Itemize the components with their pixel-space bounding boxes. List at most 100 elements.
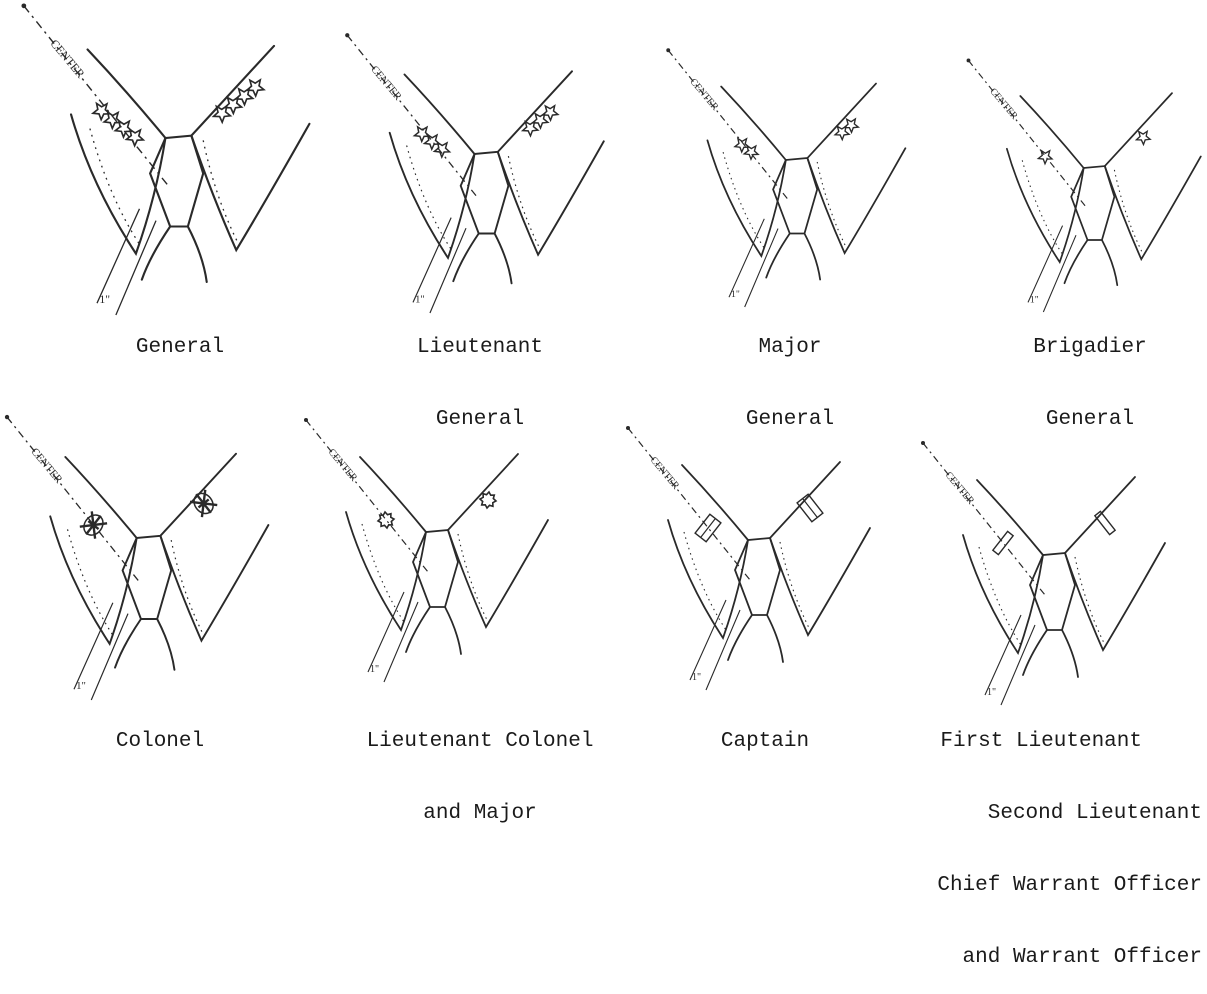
caption-lieutenants-warrant-officers: First Lieutenant Second Lieutenant Chief… <box>852 682 1202 994</box>
star-icon <box>742 142 761 161</box>
right-lapel <box>770 528 870 635</box>
collar-top-edge <box>360 454 518 532</box>
caption-line: Brigadier <box>1000 336 1180 360</box>
right-stitch-line <box>1075 557 1105 645</box>
center-guide-line <box>347 35 476 196</box>
right-lapel <box>807 148 905 253</box>
right-lapel <box>498 141 604 254</box>
star-icon <box>832 122 851 141</box>
eagle-icon <box>189 488 219 519</box>
collar-top-edge <box>721 84 876 160</box>
right-insignia <box>210 75 267 124</box>
star-icon <box>529 109 550 130</box>
caption-colonel: Colonel <box>80 682 240 778</box>
right-stitch-line <box>171 540 203 635</box>
right-lapel <box>191 124 309 250</box>
right-lapel <box>160 525 268 641</box>
right-insignia <box>832 115 860 141</box>
left-insignia <box>375 509 397 531</box>
caption-line: and Warrant Officer <box>852 946 1202 970</box>
center-label: CENTER <box>943 470 977 507</box>
caption-line: General <box>700 408 880 432</box>
star-icon <box>221 92 244 115</box>
measure-label: 1" <box>99 292 110 306</box>
right-lapel <box>1105 156 1201 259</box>
right-stitch-line <box>1114 170 1143 254</box>
caption-line: General <box>110 336 250 360</box>
center-label: CENTER <box>648 455 682 492</box>
left-insignia <box>695 514 721 542</box>
collar-top-edge <box>88 46 274 138</box>
right-stitch-line <box>817 162 846 248</box>
right-insignia <box>477 489 499 511</box>
center-guide-line <box>668 50 788 199</box>
oak-leaf-icon <box>477 489 499 511</box>
collar-diagram-5: CENTER 1" <box>304 418 548 682</box>
center-label: CENTER <box>688 76 721 113</box>
left-insignia <box>412 123 453 159</box>
caption-major-general: Major General <box>700 288 880 456</box>
caption-captain: Captain <box>705 682 825 778</box>
bar-divider <box>803 499 818 518</box>
right-insignia <box>1133 127 1152 146</box>
oak-leaf-icon <box>375 509 397 531</box>
right-insignia <box>797 494 823 522</box>
right-lapel <box>1065 543 1165 650</box>
caption-lieutenant-general: Lieutenant General <box>380 288 580 456</box>
caption-line: General <box>380 408 580 432</box>
star-icon <box>1036 147 1055 166</box>
star-icon <box>90 99 113 122</box>
caption-line: Chief Warrant Officer <box>852 874 1202 898</box>
tie <box>728 538 783 662</box>
measure-label: 1" <box>692 672 701 683</box>
left-insignia <box>78 510 108 541</box>
star-icon <box>243 75 266 98</box>
caption-line: Captain <box>705 730 825 754</box>
collar-top-edge <box>977 477 1135 555</box>
center-guide-line <box>968 60 1085 206</box>
collar-diagram-6: CENTER 1" <box>626 426 870 690</box>
tie <box>453 152 511 283</box>
collar-diagram-0: CENTER 1" <box>21 3 309 315</box>
guide-point <box>304 418 308 422</box>
eagle-icon <box>78 510 108 541</box>
center-label: CENTER <box>326 447 360 484</box>
caption-lieutenant-colonel-major: Lieutenant Colonel and Major <box>320 682 640 850</box>
star-icon <box>412 123 433 144</box>
caption-general: General <box>110 288 250 384</box>
right-lapel <box>448 520 548 627</box>
caption-line: First Lieutenant <box>852 730 1202 754</box>
right-stitch-line <box>780 542 810 630</box>
center-label: CENTER <box>987 86 1020 122</box>
caption-line: Second Lieutenant <box>852 802 1202 826</box>
star-icon <box>422 130 443 151</box>
collar-top-edge <box>405 71 572 154</box>
caption-line: General <box>1000 408 1180 432</box>
caption-line: Major <box>700 336 880 360</box>
measure-label: 1" <box>370 664 379 675</box>
guide-point <box>967 59 971 63</box>
star-icon <box>519 117 540 138</box>
tie <box>1064 166 1117 285</box>
center-guide-line <box>923 443 1045 595</box>
tie <box>406 530 461 654</box>
guide-point <box>921 441 925 445</box>
center-label: CENTER <box>48 37 88 81</box>
center-label: CENTER <box>368 64 404 103</box>
tie <box>766 158 820 280</box>
center-guide-line <box>7 417 139 581</box>
guide-point <box>5 415 9 419</box>
tie <box>115 536 174 670</box>
right-stitch-line <box>203 140 238 244</box>
star-icon <box>124 125 147 148</box>
caption-line: and Major <box>320 802 640 826</box>
bar-icon <box>1095 511 1115 534</box>
left-insignia <box>1036 147 1055 166</box>
collar-top-edge <box>1020 93 1172 168</box>
right-stitch-line <box>508 156 540 249</box>
guide-point <box>21 3 26 8</box>
